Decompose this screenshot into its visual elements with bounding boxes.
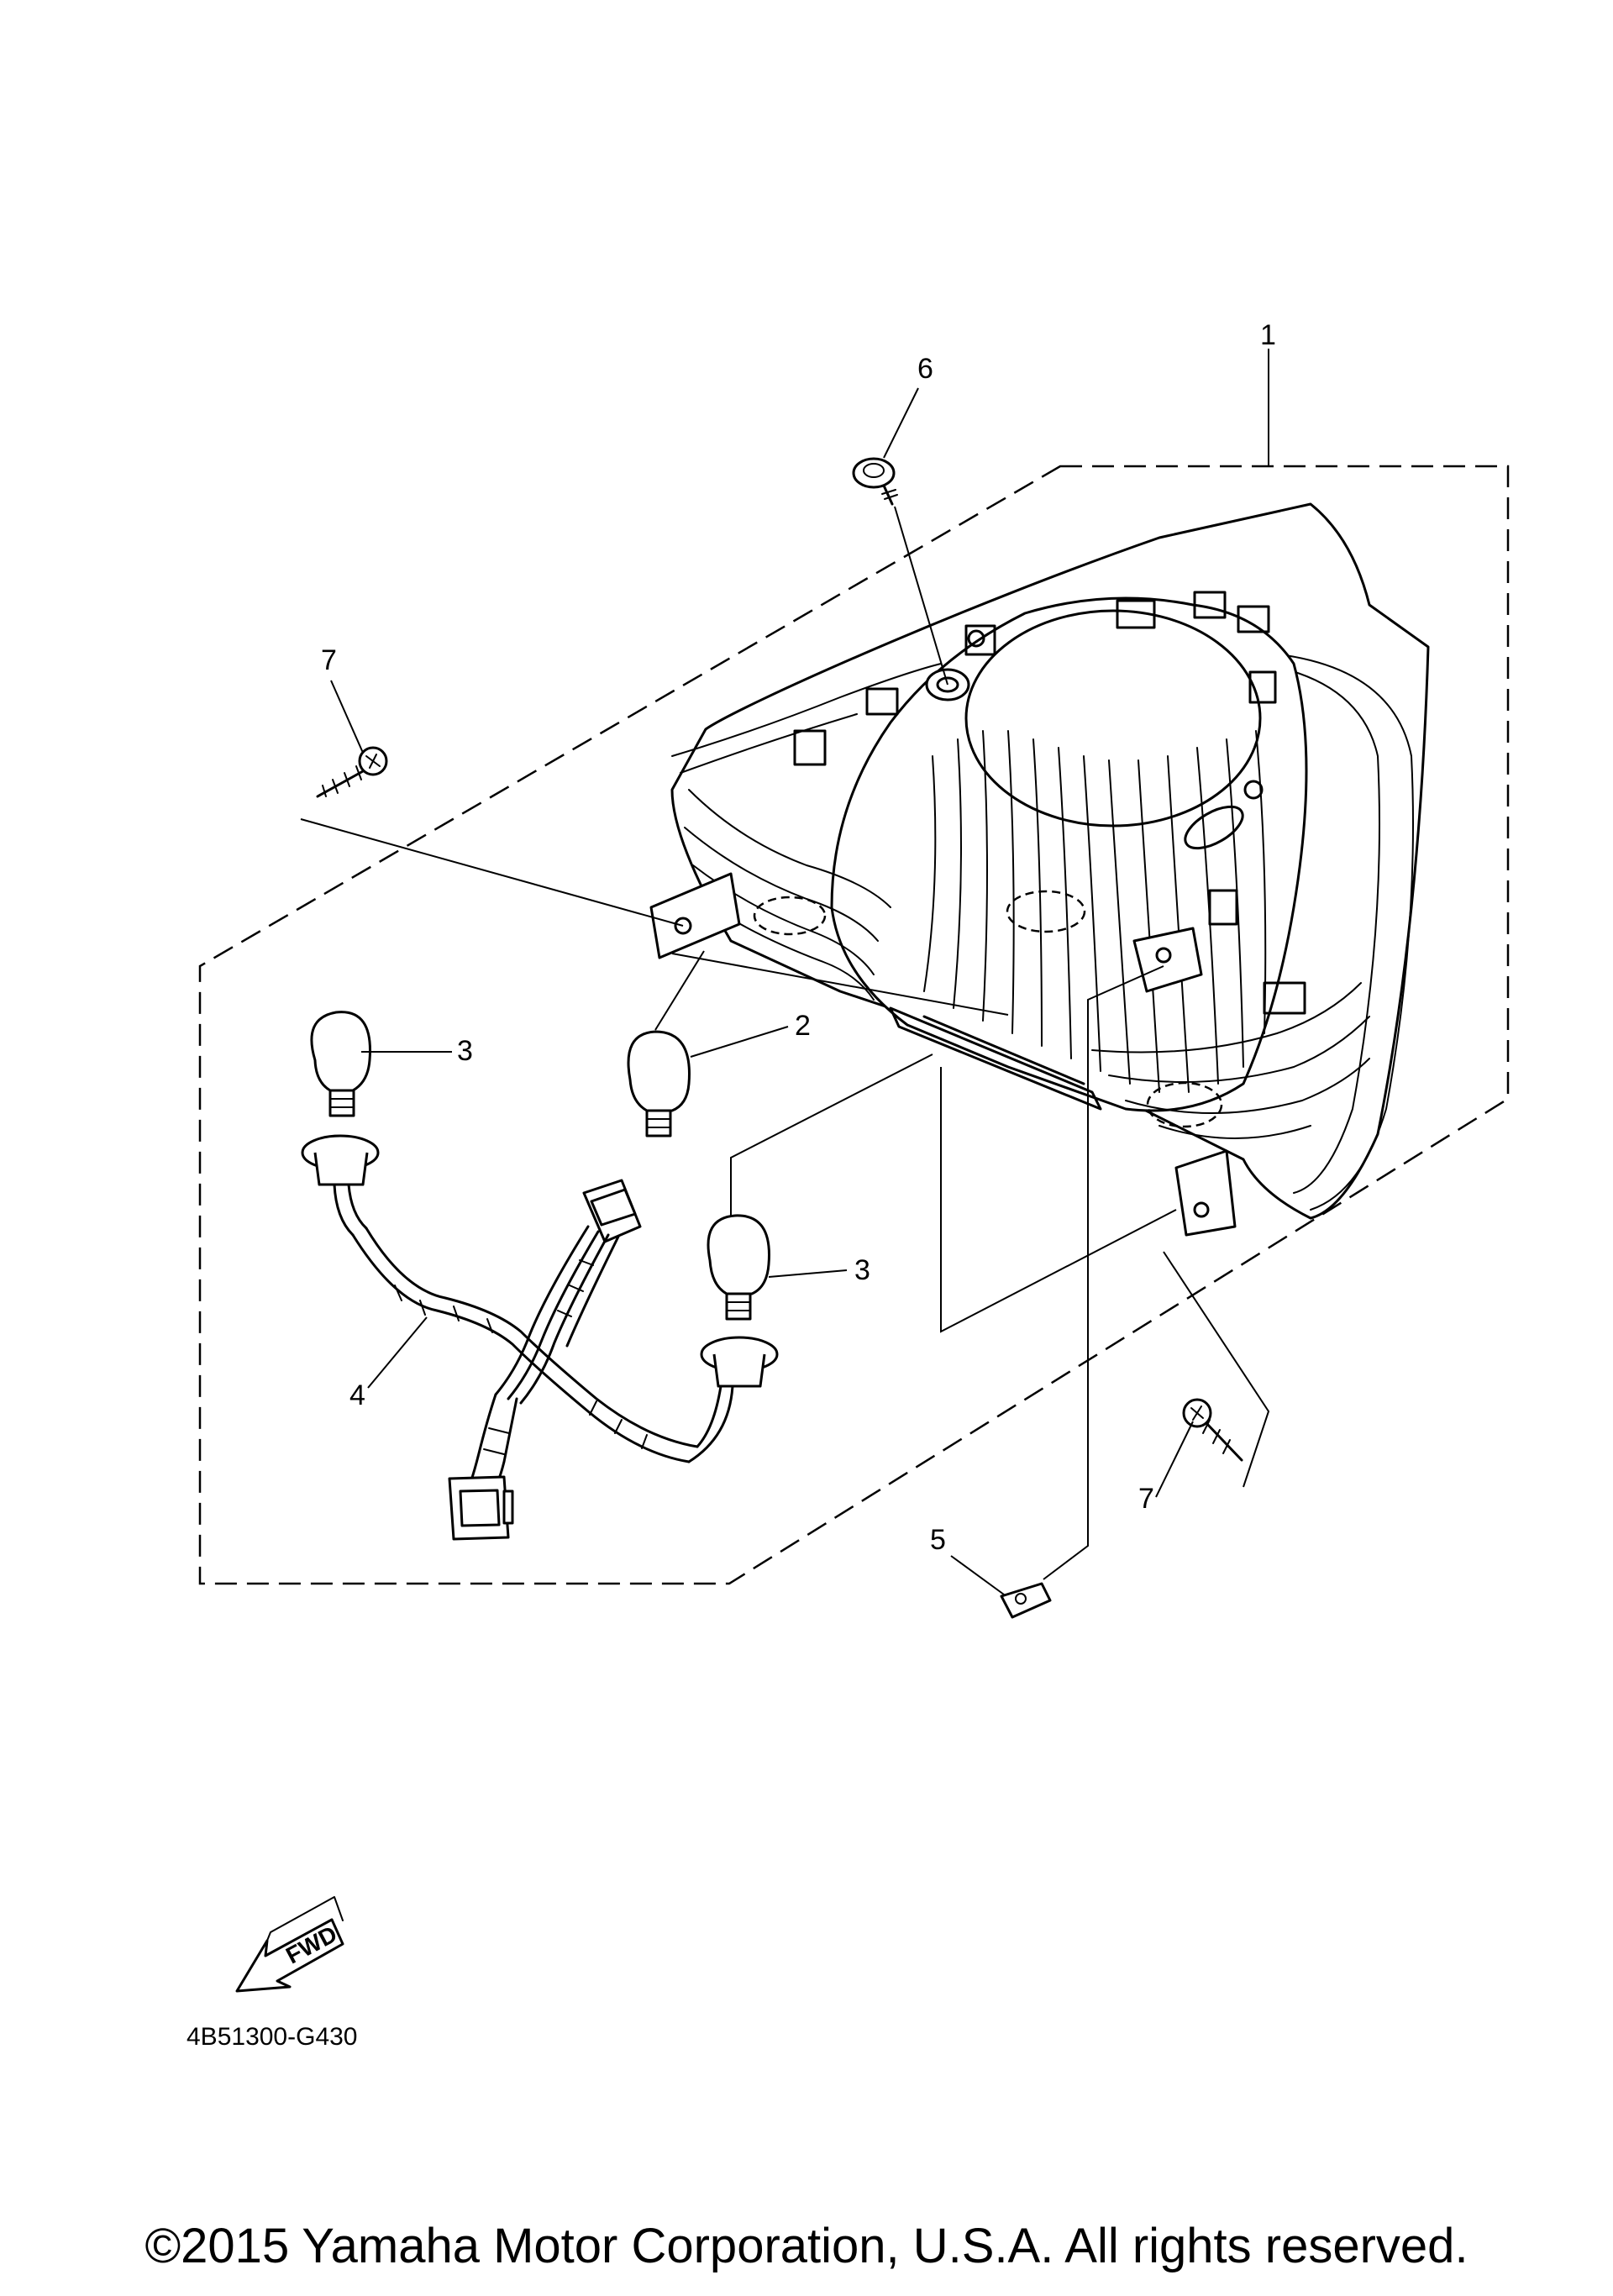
screw-part-7-right [1182,1398,1243,1462]
callout-4: 4 [349,1379,365,1411]
callout-7-right: 7 [1138,1483,1154,1515]
bulb-socket-cord-part-4 [301,1134,779,1541]
callout-5: 5 [930,1524,946,1556]
callout-2: 2 [795,1010,811,1042]
callout-1: 1 [1260,319,1276,351]
callout-3-left: 3 [457,1035,473,1067]
callout-7-left: 7 [321,644,337,676]
tail-light-housing [649,502,1430,1237]
assembly-boundary [198,465,1510,1585]
copyright-notice: ©2015 Yamaha Motor Corporation, U.S.A. A… [144,2219,1469,2273]
fwd-arrow-icon: FWD [235,1896,344,1993]
bulb-part-2 [627,1030,691,1137]
bulb-part-3-right [707,1214,770,1321]
nut-clip-part-5 [1000,1582,1052,1619]
callout-3-right: 3 [854,1254,870,1286]
leader-lines [300,349,1270,1580]
diagram-code: 4B51300-G430 [187,2023,358,2051]
callout-6: 6 [917,353,933,385]
bolt-part-6 [852,457,898,506]
bulb-part-3-left [310,1011,371,1117]
screw-part-7-left [316,746,388,798]
